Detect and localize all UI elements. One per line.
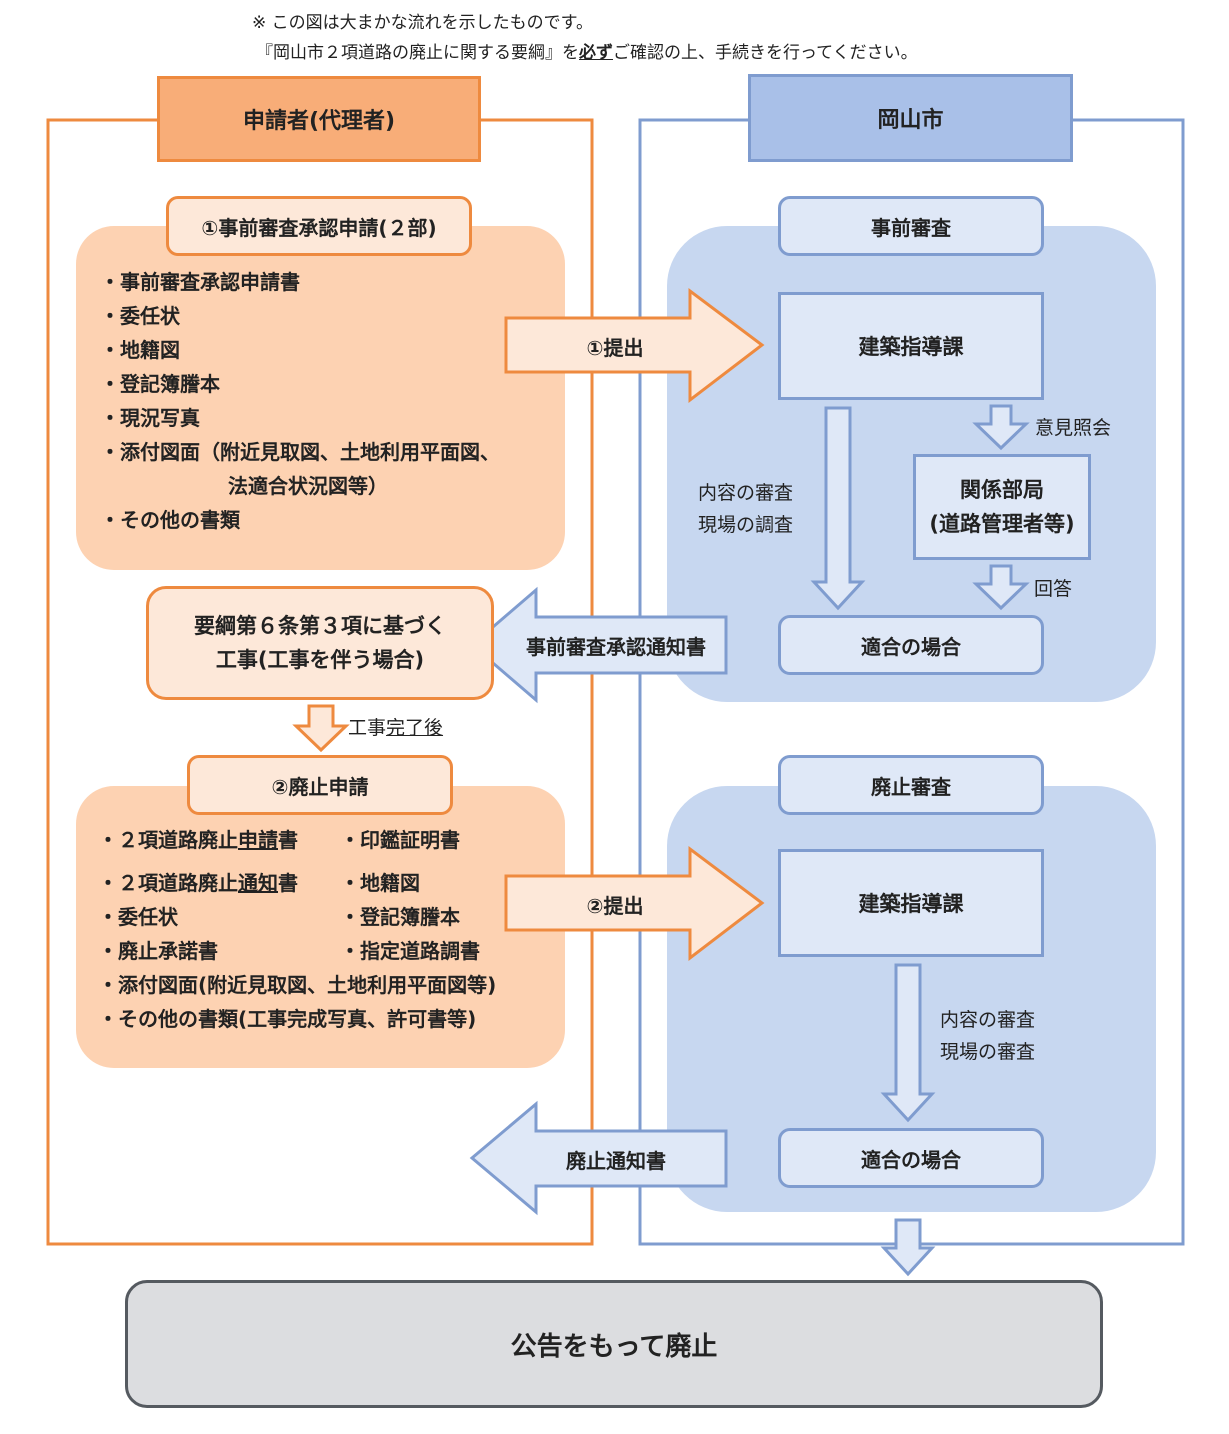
pre-review-content-label: 内容の審査 bbox=[698, 482, 794, 504]
step2-item-2-a: ・２項道路廃止 bbox=[98, 871, 238, 895]
step1-item-5: ・現況写真 bbox=[100, 406, 200, 430]
step1-item-3: ・地籍図 bbox=[100, 338, 180, 362]
step2-title: ②廃止申請 bbox=[187, 755, 453, 815]
abolish-review-content-label: 内容の審査 bbox=[940, 1009, 1036, 1031]
step1-title: ①事前審査承認申請(２部) bbox=[166, 196, 472, 256]
after-work-underlined: 完了後 bbox=[386, 717, 444, 739]
pre-review-down-arrow bbox=[810, 406, 866, 611]
pre-review-title: 事前審査 bbox=[778, 196, 1044, 256]
related-dept-line-1: 関係部局 bbox=[960, 478, 1044, 502]
after-work-arrow bbox=[292, 704, 350, 753]
step2-item-1-c: 書 bbox=[278, 828, 298, 852]
construction-line-1: 要綱第６条第３項に基づく bbox=[194, 614, 446, 638]
pre-review-site-label: 現場の調査 bbox=[698, 514, 794, 536]
submit1-label: ①提出 bbox=[586, 335, 644, 360]
notice2-arrow bbox=[469, 1100, 728, 1216]
step2-item-4: ・廃止承諾書 bbox=[98, 939, 218, 963]
note-line-2: 『岡山市２項道路の廃止に関する要綱』を必ずご確認の上、手続きを行ってください。 bbox=[256, 38, 918, 63]
step2-item-3-right: ・登記簿謄本 bbox=[340, 905, 460, 929]
step2-item-4-right: ・指定道路調書 bbox=[340, 939, 480, 963]
step2-item-2-right: ・地籍図 bbox=[340, 871, 420, 895]
related-dept-line-2: (道路管理者等) bbox=[929, 512, 1075, 536]
related-dept-box: 関係部局 (道路管理者等) bbox=[913, 454, 1091, 560]
opinion-arrow bbox=[972, 404, 1030, 451]
step2-item-2-b: 通知 bbox=[238, 871, 278, 895]
abolish-review-down-arrow bbox=[880, 963, 936, 1123]
answer-label: 回答 bbox=[1034, 578, 1073, 600]
after-work-prefix: 工事 bbox=[348, 717, 387, 739]
final-abolition-box: 公告をもって廃止 bbox=[125, 1280, 1103, 1408]
step1-panel bbox=[76, 226, 565, 570]
applicant-header: 申請者(代理者) bbox=[157, 76, 481, 162]
note-emphasis: 必ず bbox=[579, 43, 613, 63]
abolish-review-title: 廃止審査 bbox=[778, 755, 1044, 815]
step2-item-3: ・委任状 bbox=[98, 905, 178, 929]
step2-item-5: ・添付図面(附近見取図、土地利用平面図等) bbox=[98, 973, 497, 997]
step1-item-6: ・添付図面（附近見取図、土地利用平面図、 bbox=[100, 440, 500, 464]
submit1-arrow bbox=[504, 288, 765, 404]
notice1-arrow bbox=[469, 586, 728, 704]
city-header: 岡山市 bbox=[748, 74, 1073, 162]
construction-box: 要綱第６条第３項に基づく 工事(工事を伴う場合) bbox=[146, 586, 494, 700]
step1-item-1: ・事前審査承認申請書 bbox=[100, 270, 300, 294]
note-text-a: 『岡山市２項道路の廃止に関する要綱』を bbox=[256, 43, 579, 63]
step1-item-7: ・その他の書類 bbox=[100, 508, 240, 532]
step1-item-6-cont: 法適合状況図等） bbox=[228, 474, 388, 498]
pre-review-ok: 適合の場合 bbox=[778, 615, 1044, 675]
step2-item-2-c: 書 bbox=[278, 871, 298, 895]
step1-item-2: ・委任状 bbox=[100, 304, 180, 328]
step2-item-1: ・２項道路廃止申請書 bbox=[98, 824, 298, 853]
step2-item-1-b: 申請 bbox=[238, 828, 278, 852]
step2-item-1-right: ・印鑑証明書 bbox=[340, 828, 460, 852]
step1-item-4: ・登記簿謄本 bbox=[100, 372, 220, 396]
submit2-label: ②提出 bbox=[586, 893, 644, 918]
note-text-c: ご確認の上、手続きを行ってください。 bbox=[613, 43, 918, 63]
step2-item-6: ・その他の書類(工事完成写真、許可書等) bbox=[98, 1007, 477, 1031]
answer-arrow bbox=[972, 564, 1030, 611]
opinion-label: 意見照会 bbox=[1035, 417, 1112, 439]
after-work-label: 工事完了後 bbox=[348, 713, 443, 740]
note-line-1: ※ この図は大まかな流れを示したものです。 bbox=[252, 13, 593, 33]
step2-item-2: ・２項道路廃止通知書 bbox=[98, 867, 298, 896]
pre-review-dept-box: 建築指導課 bbox=[778, 292, 1044, 400]
notice1-label: 事前審査承認通知書 bbox=[526, 634, 706, 659]
notice2-label: 廃止通知書 bbox=[566, 1148, 666, 1173]
final-down-arrow bbox=[880, 1218, 936, 1277]
abolish-review-dept-box: 建築指導課 bbox=[778, 849, 1044, 957]
abolish-review-site-label: 現場の審査 bbox=[940, 1041, 1036, 1063]
step2-panel bbox=[76, 786, 565, 1068]
step2-item-1-a: ・２項道路廃止 bbox=[98, 828, 238, 852]
construction-line-2: 工事(工事を伴う場合) bbox=[215, 648, 425, 672]
abolish-review-ok: 適合の場合 bbox=[778, 1128, 1044, 1188]
submit2-arrow bbox=[504, 846, 765, 962]
